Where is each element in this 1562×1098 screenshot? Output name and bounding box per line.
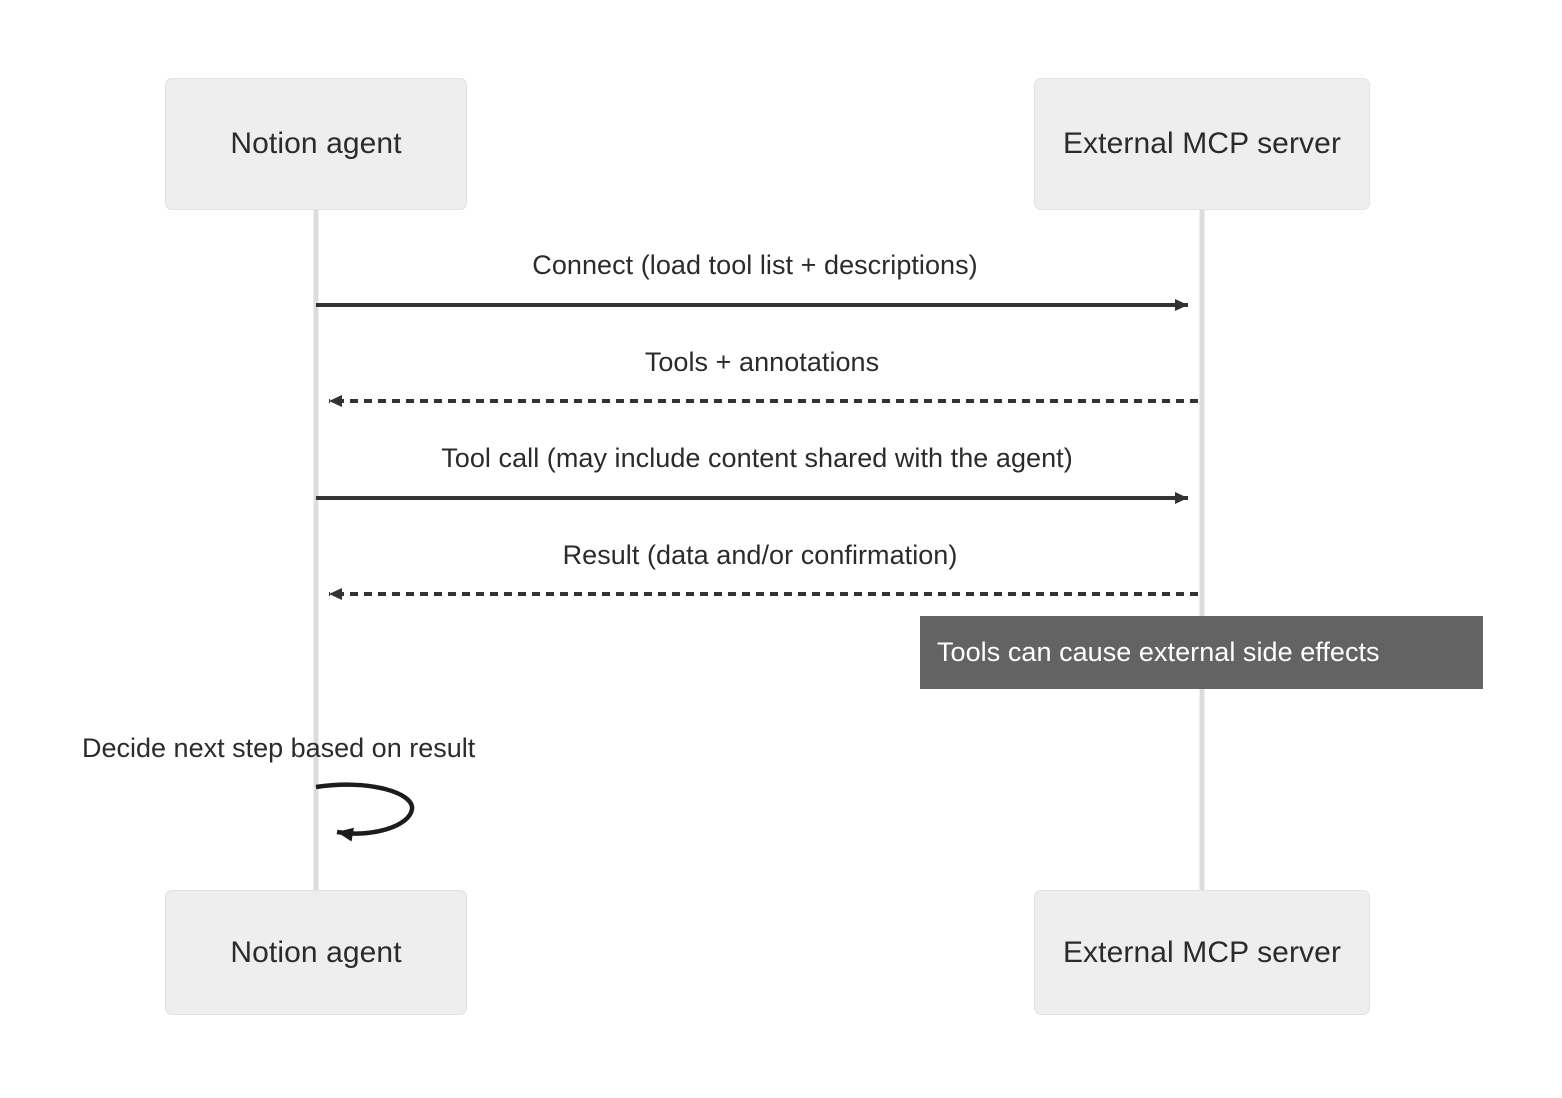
participant-label-mcp-bottom: External MCP server (1062, 935, 1342, 969)
message-label-1: Connect (load tool list + descriptions) (532, 250, 978, 280)
note-external-side-effects: Tools can cause external side effects (920, 616, 1483, 689)
participant-box-mcp-bottom[interactable]: External MCP server (1034, 890, 1370, 1015)
participant-box-mcp-top[interactable]: External MCP server (1034, 78, 1370, 210)
message-label-2: Tools + annotations (644, 347, 880, 377)
self-message-loop (315, 782, 415, 842)
participant-label-agent-bottom: Notion agent (230, 935, 402, 969)
note-text: Tools can cause external side effects (937, 637, 1380, 667)
message-label-4: Result (data and/or confirmation) (562, 540, 958, 570)
participant-box-agent-top[interactable]: Notion agent (165, 78, 467, 210)
participant-label-mcp-top: External MCP server (1062, 127, 1342, 160)
self-message-label: Decide next step based on result (82, 733, 476, 763)
participant-box-agent-bottom[interactable]: Notion agent (165, 890, 467, 1015)
participant-label-agent-top: Notion agent (230, 127, 402, 160)
message-label-3: Tool call (may include content shared wi… (441, 443, 1073, 473)
